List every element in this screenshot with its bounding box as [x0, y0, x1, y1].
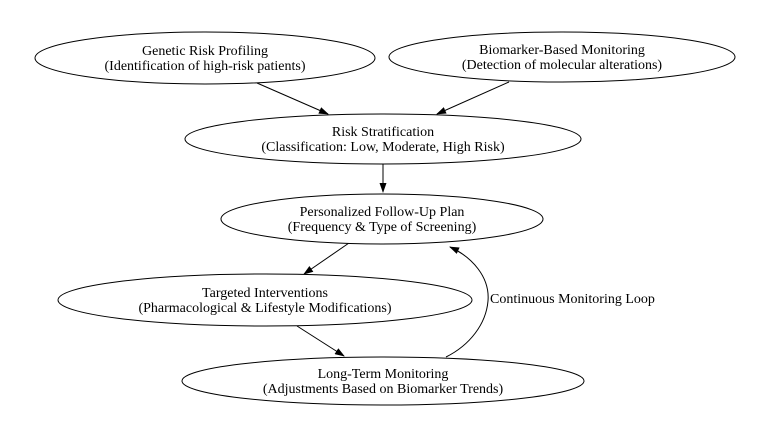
node-label-line: (Adjustments Based on Biomarker Trends): [263, 382, 504, 397]
node-long-term-monitoring: Long-Term Monitoring(Adjustments Based o…: [181, 356, 585, 406]
node-label-line: (Detection of molecular alterations): [462, 58, 663, 73]
node-label-line: (Identification of high-risk patients): [105, 59, 306, 74]
node-genetic-risk-profiling: Genetic Risk Profiling(Identification of…: [34, 31, 376, 85]
node-label-risk-stratification: Risk Stratification(Classification: Low,…: [261, 125, 505, 155]
edge-targeted-interventions-to-long-term-monitoring: [296, 325, 345, 357]
node-ellipse-risk-stratification: [184, 113, 582, 165]
node-label-line: Targeted Interventions: [202, 286, 328, 301]
edge-long-term-monitoring-to-personalized-follow-up-plan: [445, 246, 489, 358]
node-label-line: (Classification: Low, Moderate, High Ris…: [261, 140, 505, 155]
node-risk-stratification: Risk Stratification(Classification: Low,…: [184, 113, 582, 165]
node-ellipse-targeted-interventions: [57, 273, 473, 327]
node-label-line: (Pharmacological & Lifestyle Modificatio…: [138, 301, 391, 316]
node-label-genetic-risk-profiling: Genetic Risk Profiling(Identification of…: [105, 44, 306, 74]
edge-genetic-risk-profiling-to-risk-stratification: [256, 82, 329, 115]
node-label-line: Long-Term Monitoring: [318, 367, 449, 382]
node-ellipse-genetic-risk-profiling: [34, 31, 376, 85]
node-biomarker-based-monitoring: Biomarker-Based Monitoring(Detection of …: [388, 31, 736, 83]
node-targeted-interventions: Targeted Interventions(Pharmacological &…: [57, 273, 473, 327]
edge-personalized-follow-up-plan-to-targeted-interventions: [303, 242, 350, 275]
node-label-line: (Frequency & Type of Screening): [288, 220, 477, 235]
nodes-layer: Genetic Risk Profiling(Identification of…: [34, 31, 736, 406]
edge-labels-layer: Continuous Monitoring Loop: [490, 292, 655, 307]
node-label-line: Risk Stratification: [332, 125, 434, 140]
node-personalized-follow-up-plan: Personalized Follow-Up Plan(Frequency & …: [220, 193, 544, 245]
edge-biomarker-based-monitoring-to-risk-stratification: [436, 81, 510, 115]
edge-label-long-term-monitoring-to-personalized-follow-up-plan: Continuous Monitoring Loop: [490, 292, 655, 307]
node-label-line: Personalized Follow-Up Plan: [300, 205, 465, 220]
node-label-personalized-follow-up-plan: Personalized Follow-Up Plan(Frequency & …: [288, 205, 477, 235]
node-label-line: Genetic Risk Profiling: [142, 44, 268, 59]
edges-layer: [256, 81, 510, 358]
node-label-long-term-monitoring: Long-Term Monitoring(Adjustments Based o…: [263, 367, 504, 397]
node-label-line: Biomarker-Based Monitoring: [479, 43, 645, 58]
node-ellipse-long-term-monitoring: [181, 356, 585, 406]
node-ellipse-biomarker-based-monitoring: [388, 31, 736, 83]
node-label-biomarker-based-monitoring: Biomarker-Based Monitoring(Detection of …: [462, 43, 663, 73]
node-ellipse-personalized-follow-up-plan: [220, 193, 544, 245]
node-label-targeted-interventions: Targeted Interventions(Pharmacological &…: [138, 286, 391, 316]
